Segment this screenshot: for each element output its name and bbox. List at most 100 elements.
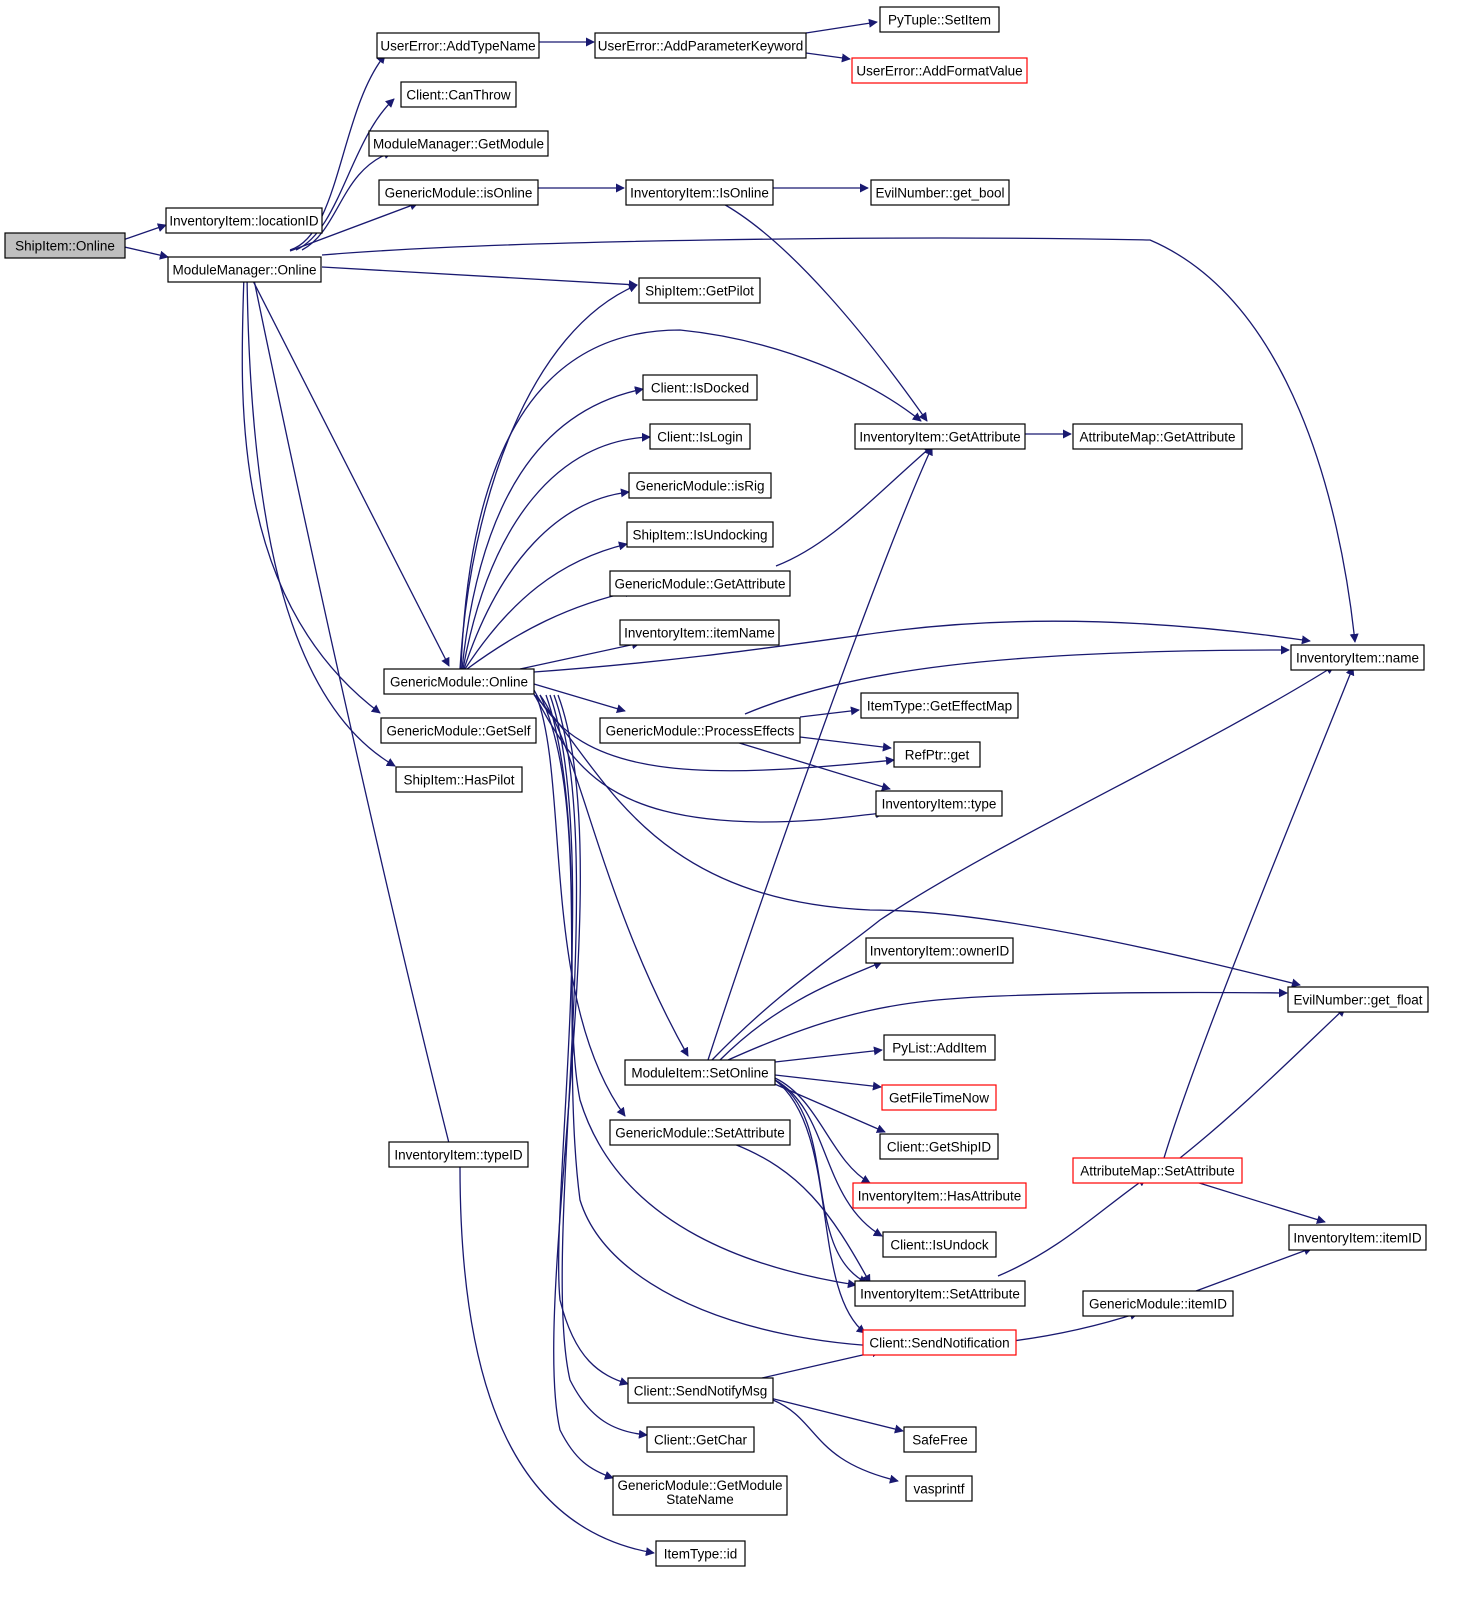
function-node-evil-getbool[interactable]: EvilNumber::get_bool	[870, 179, 1010, 206]
function-node-client-getchar[interactable]: Client::GetChar	[646, 1426, 755, 1453]
function-node-ii-name[interactable]: InventoryItem::name	[1290, 644, 1425, 671]
call-edge-path	[460, 329, 922, 670]
node-label: InventoryItem::locationID	[169, 214, 319, 229]
node-box	[881, 1084, 997, 1111]
node-label: ModuleManager::GetModule	[373, 137, 544, 152]
call-edge	[460, 329, 922, 670]
function-node-gm-getattribute[interactable]: GenericModule::GetAttribute	[609, 570, 791, 597]
call-edge	[711, 665, 1335, 1061]
function-node-gm-itemid[interactable]: GenericModule::itemID	[1082, 1290, 1234, 1317]
function-node-ii-locationID[interactable]: InventoryItem::locationID	[165, 207, 323, 234]
node-label: ShipItem::IsUndocking	[632, 528, 767, 543]
function-node-am-getattribute[interactable]: AttributeMap::GetAttribute	[1072, 423, 1243, 450]
function-node-pylist-additem[interactable]: PyList::AddItem	[883, 1034, 996, 1061]
call-edge-path	[774, 1077, 871, 1184]
node-box	[642, 374, 758, 401]
function-node-ue-addtypename[interactable]: UserError::AddTypeName	[376, 32, 540, 59]
call-edge	[707, 446, 933, 1061]
function-node-client-getshipid[interactable]: Client::GetShipID	[879, 1133, 999, 1160]
node-box	[879, 1133, 999, 1160]
function-node-ii-isonline[interactable]: InventoryItem::IsOnline	[625, 179, 774, 206]
call-edge	[295, 98, 395, 251]
call-edge	[462, 432, 651, 670]
function-node-am-setattribute[interactable]: AttributeMap::SetAttribute	[1072, 1157, 1243, 1184]
function-node-shipitem-isundocking[interactable]: ShipItem::IsUndocking	[626, 521, 774, 548]
call-edge-path	[997, 1177, 1147, 1277]
function-node-itemtype-id[interactable]: ItemType::id	[655, 1540, 746, 1567]
function-node-refptr-get[interactable]: RefPtr::get	[893, 741, 981, 768]
node-box	[376, 32, 540, 59]
node-box	[883, 1034, 996, 1061]
call-edge-path	[459, 1166, 655, 1557]
node-box	[383, 668, 535, 695]
call-edge	[772, 1399, 899, 1484]
function-node-client-isundock[interactable]: Client::IsUndock	[882, 1231, 997, 1258]
call-edge-path	[553, 694, 648, 1439]
function-node-itemtype-geteffectmap[interactable]: ItemType::GetEffectMap	[860, 692, 1019, 719]
function-node-ii-setattribute[interactable]: InventoryItem::SetAttribute	[854, 1280, 1026, 1307]
function-node-client-isdocked[interactable]: Client::IsDocked	[642, 374, 758, 401]
node-label: GenericModule::isOnline	[385, 186, 533, 201]
function-node-gm-online[interactable]: GenericModule::Online	[383, 668, 535, 695]
function-node-gm-setattribute[interactable]: GenericModule::SetAttribute	[609, 1119, 791, 1146]
function-node-ii-ownerid[interactable]: InventoryItem::ownerID	[865, 937, 1014, 964]
call-edge	[241, 274, 381, 714]
function-node-evil-getfloat[interactable]: EvilNumber::get_float	[1287, 986, 1429, 1013]
function-node-gm-isrig[interactable]: GenericModule::isRig	[628, 472, 772, 499]
function-node-gm-processeffects[interactable]: GenericModule::ProcessEffects	[599, 717, 801, 744]
call-edge-path	[533, 694, 1301, 988]
node-box	[854, 423, 1026, 450]
call-edge-path	[805, 18, 878, 34]
function-node-shipitem-haspilot[interactable]: ShipItem::HasPilot	[395, 766, 523, 793]
function-node-pytuple-setitem[interactable]: PyTuple::SetItem	[879, 6, 1000, 33]
function-node-ii-hasattribute[interactable]: InventoryItem::HasAttribute	[852, 1182, 1027, 1209]
function-node-root[interactable]: ShipItem::Online	[4, 232, 126, 259]
function-node-mm-getmodule[interactable]: ModuleManager::GetModule	[368, 130, 549, 157]
node-label: EvilNumber::get_float	[1293, 993, 1422, 1008]
call-edge-path	[539, 694, 689, 1057]
function-node-ii-getattribute[interactable]: InventoryItem::GetAttribute	[854, 423, 1026, 450]
function-node-mi-setonline[interactable]: ModuleItem::SetOnline	[624, 1059, 776, 1086]
node-label: GenericModule::SetAttribute	[615, 1126, 785, 1141]
node-box	[649, 423, 751, 450]
function-node-safefree[interactable]: SafeFree	[903, 1426, 977, 1453]
call-edge-path	[535, 694, 626, 1117]
node-label: Client::SendNotification	[869, 1336, 1009, 1351]
call-edge	[719, 961, 883, 1061]
function-node-client-sendnotification[interactable]: Client::SendNotification	[862, 1329, 1017, 1356]
function-node-getfiletimenow[interactable]: GetFileTimeNow	[881, 1084, 997, 1111]
node-label: Client::IsUndock	[890, 1238, 989, 1253]
function-node-client-islogin[interactable]: Client::IsLogin	[649, 423, 751, 450]
node-box	[609, 1119, 791, 1146]
function-node-gm-getself[interactable]: GenericModule::GetSelf	[380, 717, 537, 744]
function-node-shipitem-getpilot[interactable]: ShipItem::GetPilot	[638, 277, 761, 304]
call-edge-path	[533, 620, 1311, 673]
call-edge-path	[1195, 1246, 1313, 1292]
function-node-ue-addparamkw[interactable]: UserError::AddParameterKeyword	[594, 32, 807, 59]
function-node-ii-type[interactable]: InventoryItem::type	[875, 790, 1003, 817]
function-node-ii-itemname[interactable]: InventoryItem::itemName	[619, 619, 780, 646]
node-box	[165, 207, 323, 234]
call-edge-path	[119, 245, 169, 260]
function-node-vasprintf[interactable]: vasprintf	[905, 1475, 973, 1502]
call-edge	[463, 488, 630, 670]
node-box	[655, 1540, 746, 1567]
function-node-ii-itemid[interactable]: InventoryItem::itemID	[1288, 1224, 1427, 1251]
call-edge	[735, 741, 891, 791]
function-node-ii-typeid[interactable]: InventoryItem::typeID	[388, 1141, 529, 1168]
node-box	[625, 179, 774, 206]
node-box	[903, 1426, 977, 1453]
function-node-gm-isonline[interactable]: GenericModule::isOnline	[378, 179, 539, 206]
function-node-client-canthrow[interactable]: Client::CanThrow	[400, 81, 517, 108]
call-edge-path	[799, 706, 860, 718]
node-label: GenericModule::GetSelf	[386, 724, 530, 739]
function-node-mm-online[interactable]: ModuleManager::Online	[167, 256, 322, 283]
node-label: ItemType::id	[664, 1547, 738, 1562]
call-edge-path	[774, 1046, 883, 1063]
function-node-client-sendnotifymsg[interactable]: Client::SendNotifyMsg	[627, 1377, 774, 1404]
node-box	[1290, 644, 1425, 671]
function-node-ue-addformatvalue[interactable]: UserError::AddFormatValue	[851, 57, 1028, 84]
call-edge-path	[769, 1397, 904, 1434]
